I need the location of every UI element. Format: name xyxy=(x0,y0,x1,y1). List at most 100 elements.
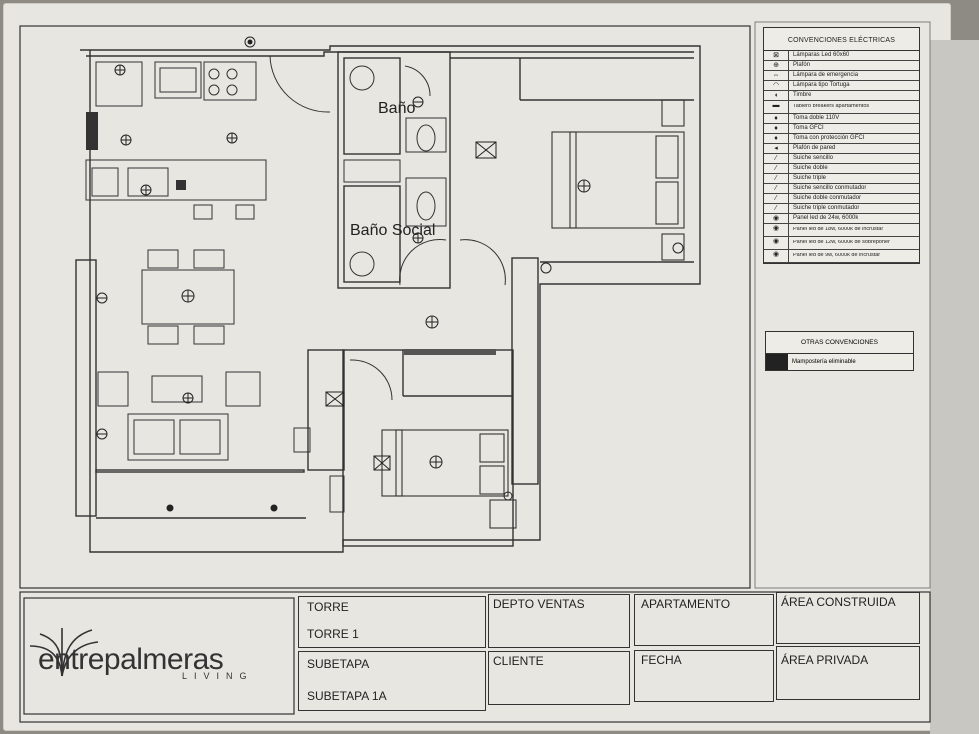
triple-switch-icon: ⁄ xyxy=(764,174,789,183)
legend-label: Panel led de 18w, 6000k de incrustar xyxy=(793,227,884,233)
double-outlet-icon: ♦ xyxy=(764,114,789,123)
brand-box xyxy=(23,597,295,715)
led-panel-12w-icon: ◉ xyxy=(764,237,789,249)
legend-label: Plafón de pared xyxy=(793,145,836,151)
legend-label: Plafón xyxy=(793,62,811,68)
legend-row: ♦ Toma doble 110V xyxy=(764,114,919,124)
second-bed xyxy=(381,429,517,529)
legend-label: Suiche triple xyxy=(793,175,827,181)
legend-row: ◠ Lámpara tipo Tortuga xyxy=(764,81,919,91)
area-construida-label: ÁREA CONSTRUIDA xyxy=(781,595,896,609)
cliente-label: CLIENTE xyxy=(493,654,544,668)
depto-ventas-cell: DEPTO VENTAS xyxy=(488,594,630,648)
living-furniture xyxy=(97,371,345,513)
legend-label: Suiche sencillo conmutador xyxy=(793,185,867,191)
legend-row: ⁄ Suiche triple conmutador xyxy=(764,204,919,214)
legend-label: Toma GFCI xyxy=(793,125,824,131)
fecha-cell: FECHA xyxy=(634,650,774,702)
legend-row: ◖ Timbre xyxy=(764,91,919,101)
doors xyxy=(269,55,393,401)
legend-label: Toma con protección GFCI xyxy=(793,135,865,141)
legend-label: Suiche triple conmutador xyxy=(793,205,860,211)
legend-label: Panel led de 24w, 6000k xyxy=(793,215,859,221)
breaker-panel-icon: ▬ xyxy=(764,101,789,113)
area-construida-cell: ÁREA CONSTRUIDA xyxy=(776,592,920,644)
single-commutator-switch-icon: ⁄ xyxy=(764,184,789,193)
torre-value: TORRE 1 xyxy=(307,627,359,641)
wall-plafon-icon: ◂ xyxy=(764,144,789,153)
legend-row: ⁄ Suiche triple xyxy=(764,174,919,184)
doorbell-icon: ◖ xyxy=(764,91,789,100)
eliminable-masonry xyxy=(404,349,496,355)
legend-row: ♦Toma GFCI xyxy=(764,124,919,134)
legend-row: ⁄ Suiche doble xyxy=(764,164,919,174)
room-label-bath: Baño xyxy=(378,100,416,117)
legend-label: Panel led de 12w, 6000k de sobreponer xyxy=(793,240,890,246)
legend-label: Toma doble 110V xyxy=(793,115,840,121)
led-panel-9w-icon: ◉ xyxy=(764,250,789,262)
legend-row: ⁄ Suiche sencillo xyxy=(764,154,919,164)
legend-row: ⁄ Suiche sencillo conmutador xyxy=(764,184,919,194)
dining-table xyxy=(141,249,235,345)
legend-title: CONVENCIONES ELÉCTRICAS xyxy=(764,28,919,51)
fecha-label: FECHA xyxy=(641,653,682,667)
legend-label: Lámpara de emergencia xyxy=(793,72,859,78)
legend-row: ♦ Toma con protección GFCI xyxy=(764,134,919,144)
led-panel-60-icon: ⊠ xyxy=(764,51,789,60)
walls xyxy=(75,45,701,553)
led-panel-24w-icon: ◉ xyxy=(764,214,789,223)
area-privada-label: ÁREA PRIVADA xyxy=(781,653,869,667)
gfci-protected-outlet-icon: ♦ xyxy=(764,134,789,143)
legend-label: Suiche doble xyxy=(793,165,828,171)
sheet-edge xyxy=(930,40,979,734)
depto-ventas-label: DEPTO VENTAS xyxy=(493,597,585,611)
legend-row: ◉ Panel led de 9w, 6000k de incrustar xyxy=(764,250,919,263)
legend-label: Suiche doble conmutador xyxy=(793,195,862,201)
brand-logo: entrepalmeras xyxy=(38,643,224,676)
electrical-symbols xyxy=(96,36,684,512)
torre-cell: TORRE TORRE 1 xyxy=(298,596,486,648)
triple-commutator-switch-icon: ⁄ xyxy=(764,204,789,213)
legend-row: ⇔ Lámpara de emergencia xyxy=(764,71,919,81)
legend-frame xyxy=(754,21,931,589)
room-label-social-bath: Baño Social xyxy=(350,222,436,239)
legend-label: Lámparas Led 60x60 xyxy=(793,52,850,58)
master-bed xyxy=(551,99,685,261)
legend-row: ⊕Plafón xyxy=(764,61,919,71)
legend-row: ◉ Panel led de 24w, 6000k xyxy=(764,214,919,224)
legend-row: ⁄ Suiche doble conmutador xyxy=(764,194,919,204)
legend-label: Suiche sencillo xyxy=(793,155,834,161)
emergency-lamp-icon: ⇔ xyxy=(764,71,789,80)
double-commutator-switch-icon: ⁄ xyxy=(764,194,789,203)
kitchen xyxy=(85,61,267,220)
subetapa-cell: SUBETAPA SUBETAPA 1A xyxy=(298,651,486,711)
breaker-panel xyxy=(86,112,98,150)
torre-label: TORRE xyxy=(307,600,349,614)
legend-label: Lámpara tipo Tortuga xyxy=(793,82,850,88)
masonry-swatch xyxy=(766,354,788,370)
cliente-cell: CLIENTE xyxy=(488,651,630,705)
subetapa-value: SUBETAPA 1A xyxy=(307,689,387,703)
other-conventions: OTRAS CONVENCIONES Mampostería eliminabl… xyxy=(765,331,914,371)
double-switch-icon: ⁄ xyxy=(764,164,789,173)
legend-label: Panel led de 9w, 6000k de incrustar xyxy=(793,253,881,259)
legend-row: ⊠ Lámparas Led 60x60 xyxy=(764,51,919,61)
drawing-frame xyxy=(19,25,751,589)
title-block-frame xyxy=(19,591,931,723)
other-conventions-title: OTRAS CONVENCIONES xyxy=(765,331,914,354)
turtle-lamp-icon: ◠ xyxy=(764,81,789,90)
legend-row: ◂ Plafón de pared xyxy=(764,144,919,154)
outlet-symbol xyxy=(176,180,186,190)
subetapa-label: SUBETAPA xyxy=(307,657,370,671)
legend-label: Timbre xyxy=(793,92,812,98)
bathrooms xyxy=(343,65,506,286)
legend-row: ◉ Panel led de 12w, 6000k de sobreponer xyxy=(764,237,919,250)
legend-row: ▬ Tablero breakers apartamentos xyxy=(764,101,919,114)
legend-label: Tablero breakers apartamentos xyxy=(793,104,870,110)
apartamento-label: APARTAMENTO xyxy=(641,597,731,611)
other-conventions-row: Mampostería eliminable xyxy=(765,354,914,371)
single-switch-icon: ⁄ xyxy=(764,154,789,163)
electrical-legend: CONVENCIONES ELÉCTRICAS ⊠ Lámparas Led 60… xyxy=(763,27,920,264)
area-privada-cell: ÁREA PRIVADA xyxy=(776,646,920,700)
